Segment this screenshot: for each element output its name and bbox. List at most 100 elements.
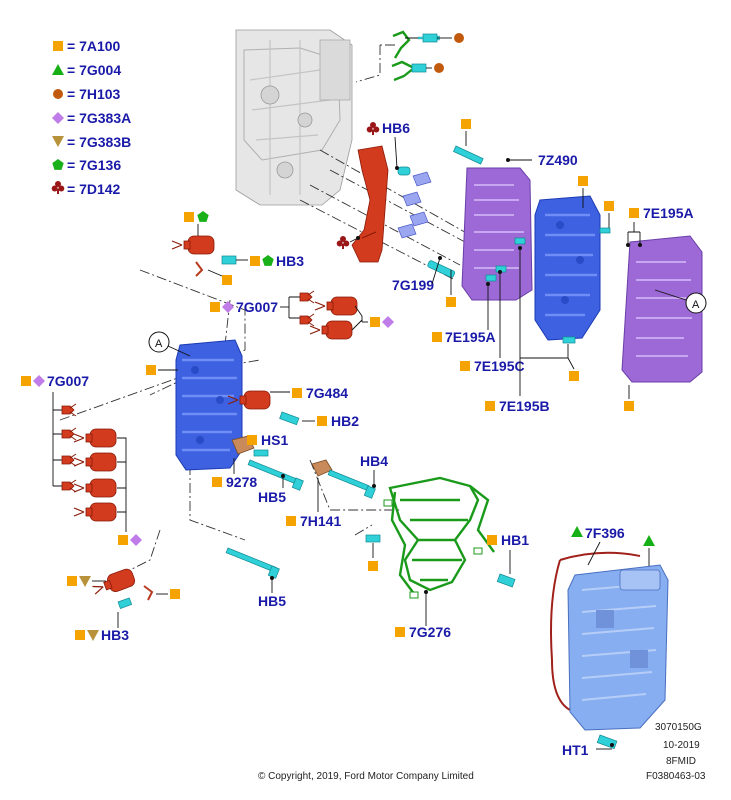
solenoid-assembly-hb3-low: HB3 — [67, 566, 180, 643]
separator-plate-right — [621, 235, 703, 383]
square-symbol-icon — [485, 401, 495, 411]
part-label-7e195a: 7E195A — [445, 329, 496, 345]
square-symbol-icon — [250, 256, 260, 266]
square-symbol-icon — [286, 516, 296, 526]
callout-a-right: A — [654, 289, 707, 314]
club-symbol-icon — [336, 236, 350, 249]
harness-bolt-left — [365, 534, 381, 571]
square-symbol-icon — [395, 627, 405, 637]
legend-item-pentagon: = 7G136 — [52, 157, 121, 173]
callout-7g484: 7G484 — [227, 385, 348, 410]
part-label-hb6: HB6 — [382, 120, 410, 136]
part-label-7g276: 7G276 — [409, 624, 451, 640]
part-label-7f396: 7F396 — [585, 525, 625, 541]
callout-7e195c: 7E195C — [460, 270, 525, 374]
legend-code: = 7G004 — [67, 62, 121, 78]
part-label-hb3: HB3 — [276, 253, 304, 269]
drawing-reference: F0380463-03 — [646, 771, 706, 782]
part-label-7g484: 7G484 — [306, 385, 348, 401]
control-module-7f396 — [550, 551, 669, 731]
callout-ht1: HT1 — [562, 734, 618, 758]
square-symbol-icon — [432, 332, 442, 342]
legend-item-triangle: = 7G004 — [52, 62, 121, 78]
square-symbol-icon — [604, 201, 614, 211]
callout-letter-a: A — [155, 338, 163, 350]
pentagon-symbol-icon — [197, 211, 209, 222]
callout-7e195a-mid: 7E195A — [432, 282, 496, 345]
separator-plate-7z490 — [461, 167, 533, 301]
callout-hb4: HB4 — [327, 453, 388, 499]
wiring-harness-7g276: 7G276 — [383, 476, 495, 640]
inverted-triangle-symbol-icon — [79, 576, 91, 587]
part-label-7g007: 7G007 — [236, 299, 278, 315]
diamond-symbol-icon — [33, 375, 45, 387]
legend-code: = 7G383B — [67, 134, 131, 150]
square-symbol-icon — [460, 361, 470, 371]
part-label-hb1: HB1 — [501, 532, 529, 548]
callout-7f396: 7F396 — [571, 525, 655, 566]
part-label-7h141: 7H141 — [300, 513, 341, 529]
part-label-7g007: 7G007 — [47, 373, 89, 389]
drawing-number: 3070150G — [655, 722, 702, 733]
callout-hs1: HS1 — [247, 432, 288, 457]
part-label-hb5: HB5 — [258, 489, 286, 505]
callout-hb2: HB2 — [279, 411, 359, 429]
legend: = 7A100 = 7G004 = 7H103 = 7G383A = 7G383… — [51, 38, 131, 197]
square-symbol-icon — [629, 208, 639, 218]
callout-hb6: HB6 — [366, 120, 410, 170]
part-label-7e195c: 7E195C — [474, 358, 525, 374]
callout-7g199: 7G199 — [392, 256, 442, 293]
callout-hb5-mid: HB5 — [247, 459, 304, 505]
square-symbol-icon — [487, 535, 497, 545]
part-label-7z490: 7Z490 — [538, 152, 578, 168]
square-callout-plate — [624, 385, 634, 411]
square-symbol-icon — [370, 317, 380, 327]
callout-7e195b: 7E195B — [485, 246, 579, 414]
club-symbol-icon — [51, 181, 65, 194]
square-callout-valve-body — [146, 365, 178, 375]
inverted-triangle-symbol-icon — [52, 136, 64, 147]
drawing-model: 8FMID — [666, 756, 696, 767]
solenoid-pair-7g007-top: 7G007 — [210, 290, 394, 340]
callout-hb1: HB1 — [487, 532, 529, 588]
callout-7h141: 7H141 — [286, 459, 341, 529]
guide-7g199 — [351, 145, 456, 278]
legend-code: = 7H103 — [67, 86, 121, 102]
square-symbol-icon — [569, 371, 579, 381]
solenoid-assembly-hb3-top: HB3 — [171, 211, 304, 285]
diamond-symbol-icon — [222, 301, 234, 313]
square-symbol-icon — [624, 401, 634, 411]
callout-club-lower — [336, 236, 360, 249]
circle-symbol-icon — [53, 89, 63, 99]
square-symbol-icon — [578, 176, 588, 186]
inverted-triangle-symbol-icon — [87, 630, 99, 641]
callout-7z490: 7Z490 — [452, 119, 578, 168]
part-label-7g199: 7G199 — [392, 277, 434, 293]
diamond-symbol-icon — [382, 316, 394, 328]
drawing-date: 10-2019 — [663, 740, 700, 751]
part-label-hb5: HB5 — [258, 593, 286, 609]
legend-item-circle: = 7H103 — [53, 86, 121, 102]
pentagon-symbol-icon — [262, 255, 274, 266]
square-symbol-icon — [53, 41, 63, 51]
circle-symbol-icon — [454, 33, 464, 43]
legend-code: = 7D142 — [67, 181, 121, 197]
circle-symbol-icon — [434, 63, 444, 73]
square-symbol-icon — [212, 477, 222, 487]
square-symbol-icon — [118, 535, 128, 545]
square-symbol-icon — [21, 376, 31, 386]
callout-hb5-low: HB5 — [225, 547, 286, 609]
square-symbol-icon — [184, 212, 194, 222]
part-label-hb2: HB2 — [331, 413, 359, 429]
square-symbol-icon — [446, 297, 456, 307]
square-symbol-icon — [67, 576, 77, 586]
legend-item-inverted-triangle: = 7G383B — [52, 134, 131, 150]
part-label-ht1: HT1 — [562, 742, 589, 758]
diamond-symbol-icon — [52, 112, 64, 124]
transmission-case — [235, 29, 353, 206]
pentagon-symbol-icon — [52, 159, 64, 170]
triangle-symbol-icon — [571, 526, 583, 537]
part-label-7e195b: 7E195B — [499, 398, 550, 414]
square-symbol-icon — [368, 561, 378, 571]
